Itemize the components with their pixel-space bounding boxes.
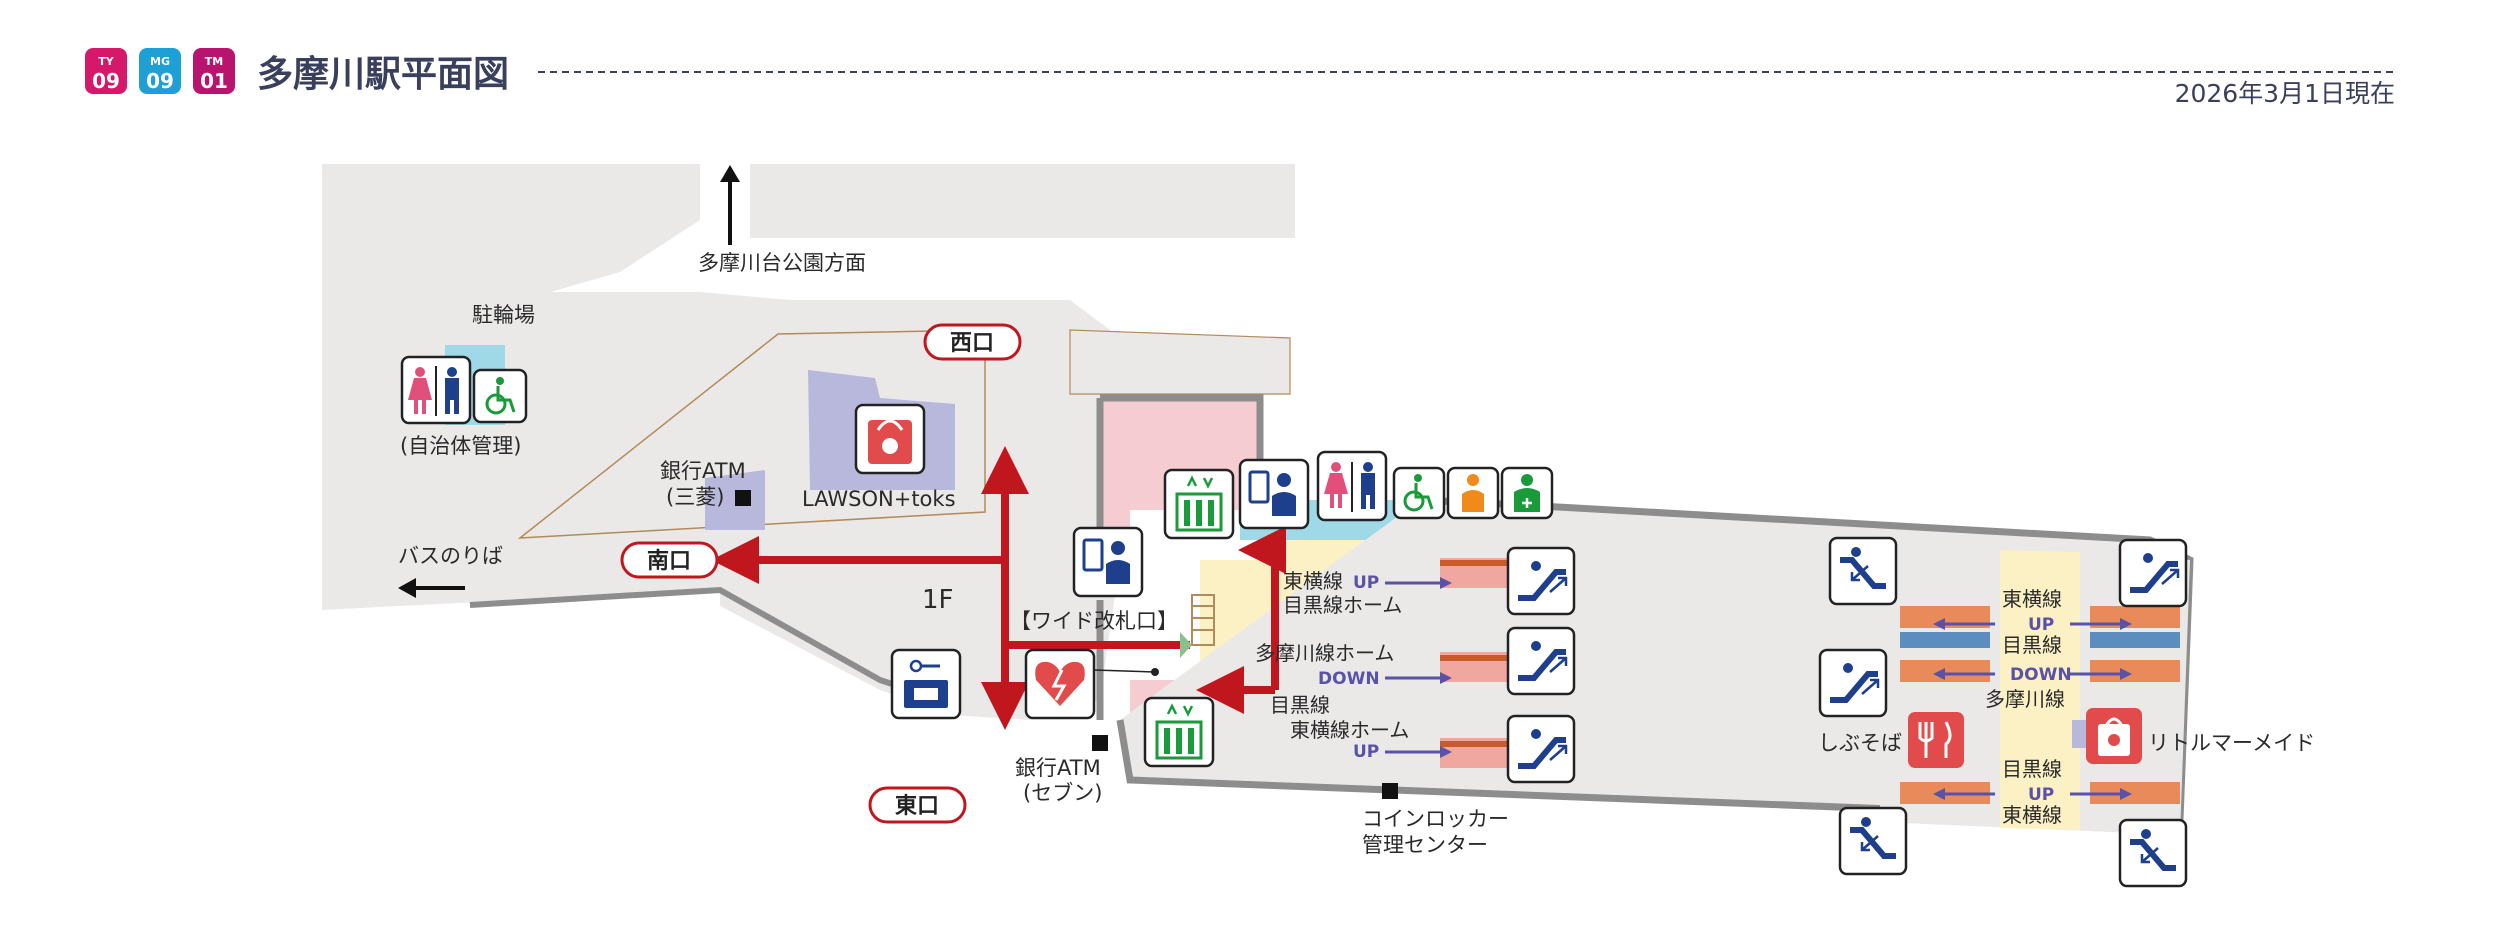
svg-text:目黒線: 目黒線 xyxy=(2002,757,2062,781)
platform-labels-left: 東横線 UP 目黒線ホーム 多摩川線ホーム DOWN 目黒線 東横線ホーム UP xyxy=(1255,569,1452,762)
little-mermaid-label: リトルマーメイド xyxy=(2148,731,2315,755)
ticket-machine-icon-2[interactable] xyxy=(1238,458,1310,530)
line-badge-mg: MG 09 xyxy=(139,48,181,94)
exit-east[interactable]: 東口 xyxy=(868,786,967,824)
shopping-bag-icon[interactable] xyxy=(854,403,926,475)
svg-text:目黒線: 目黒線 xyxy=(2002,633,2062,657)
toilet-icon[interactable] xyxy=(400,355,472,425)
bank-atm-mitsubishi-sub-label: (三菱) xyxy=(666,485,724,509)
svg-text:西口: 西口 xyxy=(950,331,994,356)
coin-locker-marker xyxy=(1382,783,1398,799)
station-toilet-icon[interactable] xyxy=(1316,450,1388,522)
svg-text:多摩川線: 多摩川線 xyxy=(1985,687,2065,711)
platform-bands-left xyxy=(1440,558,1510,768)
bank-atm-seven-label: 銀行ATM xyxy=(1015,756,1101,780)
svg-text:目黒線ホーム: 目黒線ホーム xyxy=(1283,593,1402,617)
atm-seven-marker xyxy=(1092,735,1108,751)
exit-west[interactable]: 西口 xyxy=(923,323,1022,361)
shop-block xyxy=(2072,720,2086,748)
svg-text:南口: 南口 xyxy=(647,549,691,574)
lawson-label: LAWSON+toks xyxy=(802,487,956,511)
page-title: 多摩川駅平面図 xyxy=(257,54,509,95)
atm-mitsubishi-marker xyxy=(735,490,751,506)
svg-text:DOWN: DOWN xyxy=(2010,665,2072,685)
svg-text:DOWN: DOWN xyxy=(1318,669,1380,689)
escalator-icon-3[interactable] xyxy=(1506,714,1576,784)
elevator-icon-2[interactable] xyxy=(1143,696,1215,768)
park-direction-label: 多摩川台公園方面 xyxy=(698,251,866,275)
update-date: 2026年3月1日現在 xyxy=(2175,79,2395,108)
bicycle-parking-label: 駐輪場 xyxy=(472,303,535,327)
svg-text:01: 01 xyxy=(200,69,228,93)
floor-label: 1F xyxy=(922,585,954,615)
elevator-icon[interactable] xyxy=(1163,468,1235,540)
bus-arrow xyxy=(398,578,465,598)
bank-atm-seven-sub-label: (セブン) xyxy=(1023,781,1102,805)
exit-routes xyxy=(711,446,1286,730)
svg-text:東横線: 東横線 xyxy=(2002,803,2062,827)
exit-south[interactable]: 南口 xyxy=(620,541,719,579)
escalator-icon-2[interactable] xyxy=(1506,626,1576,696)
wide-gate-label: 【ワイド改札口】 xyxy=(1010,609,1178,633)
ticket-gate xyxy=(1180,594,1215,658)
svg-text:UP: UP xyxy=(1353,742,1379,762)
svg-text:目黒線: 目黒線 xyxy=(1270,693,1330,717)
accessible-icon[interactable] xyxy=(472,368,528,424)
escalator-down-icon-3[interactable] xyxy=(2118,818,2188,888)
bus-label: バスのりば xyxy=(398,544,503,568)
coin-locker-sub-label: 管理センター xyxy=(1362,833,1488,857)
baby-care-icon[interactable] xyxy=(1446,466,1500,520)
svg-text:東横線ホーム: 東横線ホーム xyxy=(1290,718,1409,742)
svg-text:MG: MG xyxy=(150,55,170,68)
svg-text:TM: TM xyxy=(205,55,223,68)
svg-text:TY: TY xyxy=(98,55,115,68)
aed-leader-dot xyxy=(1151,668,1159,676)
platform-labels-right: 東横線 UP 目黒線 DOWN 多摩川線 目黒線 UP 東横線 xyxy=(1933,587,2132,827)
municipal-label: (自治体管理) xyxy=(400,434,521,458)
north-arrow xyxy=(720,165,740,245)
escalator-down-icon-1[interactable] xyxy=(1828,536,1898,606)
svg-text:09: 09 xyxy=(92,69,120,93)
escalator-down-icon-2[interactable] xyxy=(1838,806,1908,876)
line-badge-tm: TM 01 xyxy=(193,48,235,94)
svg-text:UP: UP xyxy=(2028,785,2054,805)
station-accessible-icon[interactable] xyxy=(1392,466,1446,520)
escalator-icon-1[interactable] xyxy=(1506,546,1576,616)
svg-text:東横線: 東横線 xyxy=(1283,569,1343,593)
restaurant-icon[interactable] xyxy=(1908,712,1964,768)
escalator-up-icon-4[interactable] xyxy=(2118,538,2188,608)
svg-text:09: 09 xyxy=(146,69,174,93)
ostomate-icon[interactable] xyxy=(1500,466,1554,520)
svg-text:多摩川線ホーム: 多摩川線ホーム xyxy=(1255,641,1394,665)
svg-text:UP: UP xyxy=(1353,573,1379,593)
svg-text:東横線: 東横線 xyxy=(2002,587,2062,611)
ticket-machine-icon[interactable] xyxy=(1072,526,1144,598)
line-badge-ty: TY 09 xyxy=(85,48,127,94)
escalator-up-icon-5[interactable] xyxy=(1818,648,1888,718)
shibusoba-label: しぶそば xyxy=(1818,731,1902,755)
bank-atm-mitsubishi-label: 銀行ATM xyxy=(660,459,746,483)
coin-locker-label: コインロッカー xyxy=(1362,807,1509,831)
aed-leader-line xyxy=(1093,669,1156,673)
header: TY 09 MG 09 TM 01 多摩川駅平面図 2026年3月1日現在 xyxy=(85,48,2395,108)
svg-text:UP: UP xyxy=(2028,615,2054,635)
aed-icon[interactable] xyxy=(1024,648,1096,720)
shop-bag-icon[interactable] xyxy=(2086,708,2142,764)
coin-locker-icon[interactable] xyxy=(890,648,962,720)
svg-text:東口: 東口 xyxy=(895,794,939,819)
